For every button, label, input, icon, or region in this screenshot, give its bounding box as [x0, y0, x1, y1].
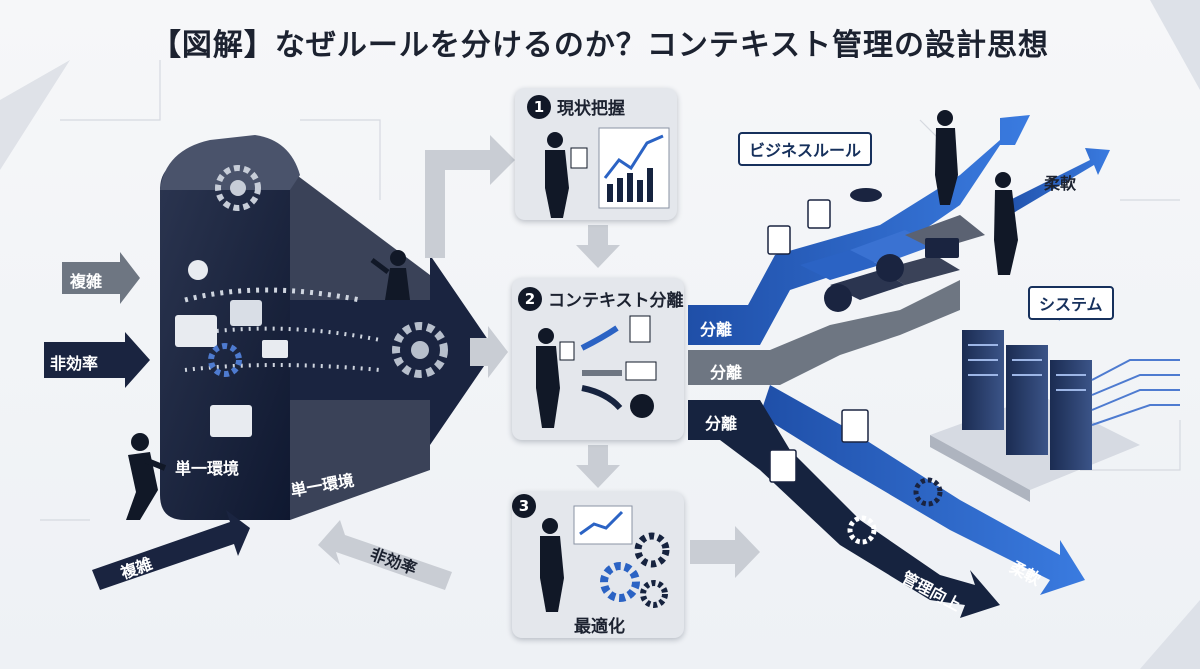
step-2-illustration — [536, 315, 657, 428]
document-icon — [210, 405, 252, 437]
coin-stack-icon — [850, 188, 882, 202]
step-3-header: 3 — [512, 494, 536, 518]
step-3-illustration — [540, 505, 670, 612]
inefficient-input-arrow — [44, 332, 150, 388]
complex-bottom-arrow — [92, 510, 250, 590]
business-figure-2 — [994, 172, 1018, 275]
inefficient-bottom-arrow — [318, 520, 452, 590]
connector-arrow-bottom — [690, 526, 760, 578]
step-2-panel: 2 コンテキスト分離 — [512, 278, 684, 440]
corner-decoration-left — [0, 60, 70, 170]
step-3-label: 最適化 — [574, 617, 625, 637]
document-icon — [769, 449, 797, 483]
complex-input-arrow — [62, 252, 140, 304]
inefficient-input-label: 非効率 — [50, 354, 99, 373]
page-title: 【図解】なぜルールを分けるのか？コンテキスト管理の設計思想 — [150, 28, 1050, 63]
document-icon — [841, 409, 869, 443]
step-2-label: コンテキスト分離 — [548, 291, 684, 311]
split-stream-business — [688, 115, 1030, 345]
corner-decoration-bottom — [1140, 600, 1200, 669]
business-rule-tag: ビジネスルール — [738, 132, 873, 166]
gear-icon — [640, 580, 668, 608]
complex-input-label: 複雑 — [70, 272, 103, 291]
worker-figure-pushing — [126, 433, 167, 520]
trend-line-icon — [603, 134, 664, 179]
split-label-3: 分離 — [705, 414, 738, 433]
step-3-number: 3 — [512, 494, 536, 518]
chart-card-icon — [230, 300, 262, 326]
step-1-label: 現状把握 — [557, 99, 625, 119]
flexible-top-label: 柔軟 — [1044, 174, 1077, 193]
business-figure-1 — [935, 110, 958, 205]
step-2-header: 2 コンテキスト分離 — [518, 286, 684, 311]
money-bag-icon — [824, 284, 852, 312]
money-bag-icon — [630, 394, 654, 418]
split-stream-management — [688, 400, 1000, 618]
split-stream-system — [688, 280, 960, 385]
banknote-icon — [625, 361, 657, 381]
connector-arrow-top — [425, 135, 515, 258]
envelope-icon — [262, 340, 288, 358]
server-rack-group — [930, 299, 1180, 502]
gear-icon — [215, 165, 261, 211]
single-env-label-front: 単一環境 — [175, 459, 240, 478]
down-arrow-1 — [576, 225, 620, 268]
step-1-number: 1 — [527, 94, 551, 119]
split-label-1: 分離 — [700, 320, 733, 339]
system-tag: システム — [1028, 286, 1114, 320]
gear-icon — [208, 343, 242, 377]
step-1-header: 1 現状把握 — [527, 94, 625, 119]
worker-figure-top — [370, 250, 410, 300]
step-1-illustration — [545, 127, 670, 218]
gear-icon — [913, 477, 943, 507]
gear-icon — [847, 515, 877, 545]
gear-icon — [600, 562, 640, 602]
document-icon — [629, 315, 651, 343]
flexible-top-arrow — [1000, 148, 1110, 215]
monolith-box — [126, 135, 495, 520]
background-grid — [40, 60, 1181, 521]
step-2-number: 2 — [518, 286, 542, 311]
document-icon — [807, 199, 831, 229]
step-3-panel: 3 最適化 — [512, 492, 684, 638]
split-label-2: 分離 — [710, 363, 743, 382]
document-icon — [175, 315, 217, 347]
down-arrow-2 — [576, 445, 620, 488]
banknote-icon — [925, 238, 959, 258]
gear-icon — [634, 532, 670, 568]
pie-chart-icon — [188, 260, 208, 280]
connector-arrow-mid — [470, 326, 508, 378]
document-icon — [767, 225, 791, 255]
gear-icon — [392, 322, 448, 378]
corner-decoration-top — [1150, 0, 1200, 90]
money-bag-icon — [876, 254, 904, 282]
step-1-panel: 1 現状把握 — [515, 88, 677, 220]
